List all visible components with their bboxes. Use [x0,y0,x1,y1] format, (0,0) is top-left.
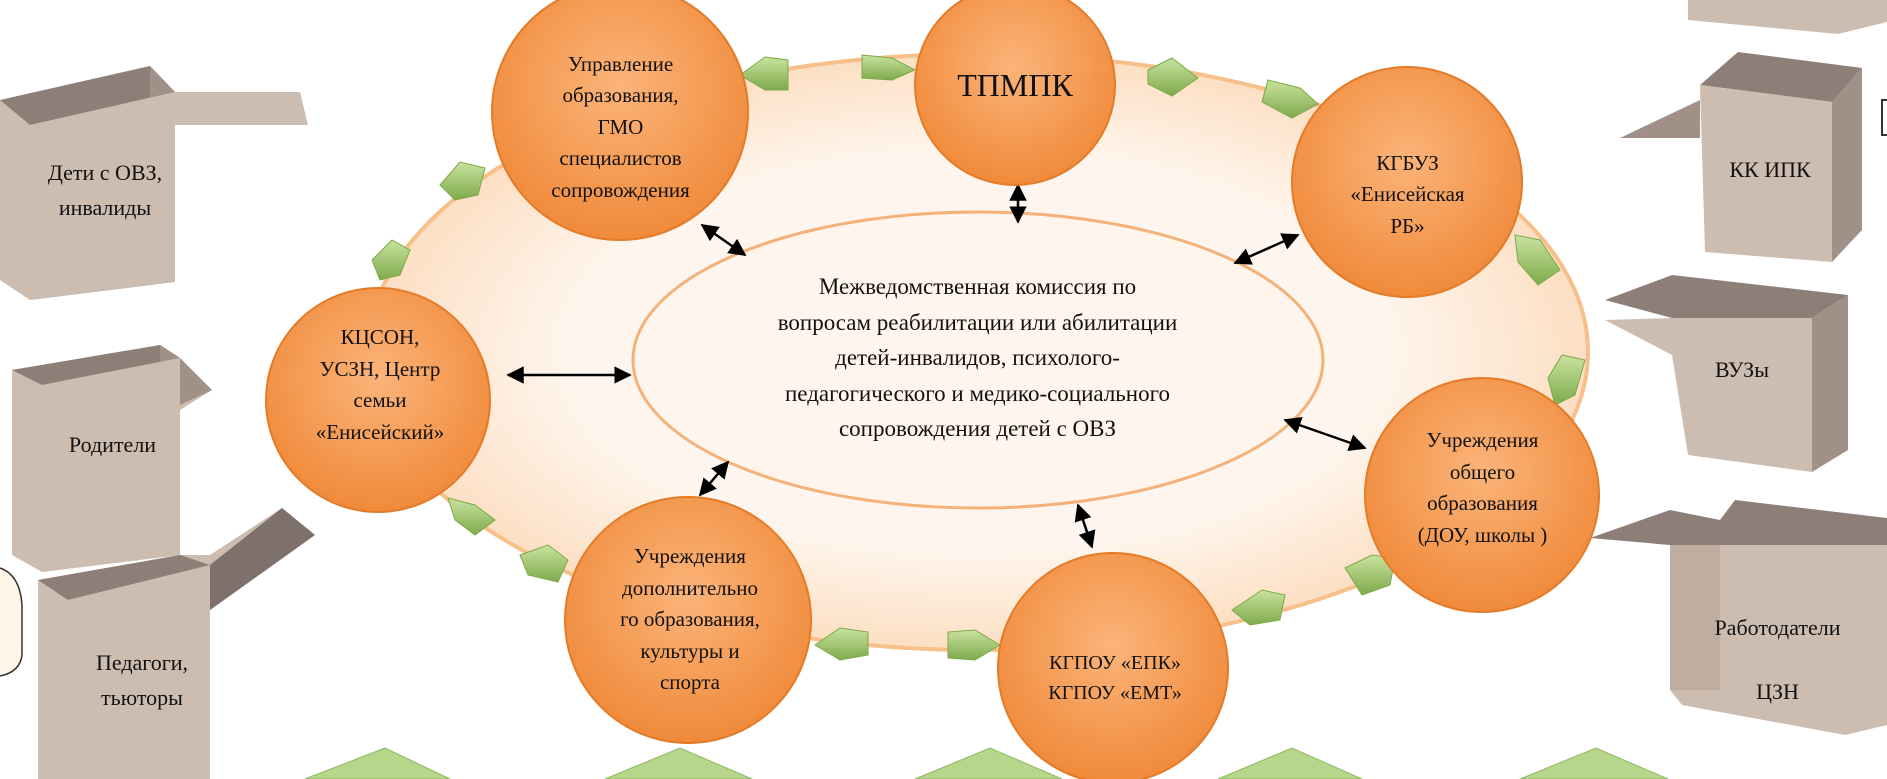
center-ellipse [631,210,1325,510]
circle-kgbuz [1291,66,1523,298]
left-edge-shape [0,567,23,677]
double-arrow [1233,233,1300,265]
green-arrow [519,544,569,583]
box-roditeli [12,345,212,572]
box-pedagogi [38,508,315,779]
green-arrow [371,239,411,281]
box-kk-ipk [1620,52,1862,262]
circle-dop [564,496,812,744]
circle-kcson [265,287,491,513]
green-arrow [947,629,1001,661]
green-arrow [1147,57,1199,97]
green-arrows [371,54,1586,661]
box-rabotodateli [1590,500,1887,735]
circle-tpmpk [914,0,1116,186]
green-arrow [439,161,486,201]
green-arrow [1514,234,1561,286]
green-arrow [447,497,496,536]
bottom-tile [914,747,1063,779]
double-arrow [698,460,730,497]
green-arrow [861,54,917,81]
bottom-tile [1519,747,1669,779]
right-edge-bracket [1881,99,1887,136]
double-arrow [1074,503,1096,549]
box-deti [0,66,308,300]
bottom-tile [1217,747,1363,779]
bottom-tile [304,747,451,779]
green-arrow [814,627,869,661]
circle-upravlenie [491,0,749,241]
box-top-right [1688,0,1887,34]
bottom-tile [604,747,753,779]
green-arrow [1231,589,1286,626]
green-arrow [1261,79,1319,119]
double-arrow [700,223,747,257]
circle-kgpou [997,552,1229,779]
box-vuzy [1605,275,1848,472]
green-arrow [1547,354,1586,406]
bottom-tiles [304,747,1669,779]
circle-obshee [1364,377,1600,613]
circles [265,0,1600,779]
green-arrow [739,56,789,91]
double-arrow [1283,416,1367,452]
double-arrows [506,183,1367,549]
